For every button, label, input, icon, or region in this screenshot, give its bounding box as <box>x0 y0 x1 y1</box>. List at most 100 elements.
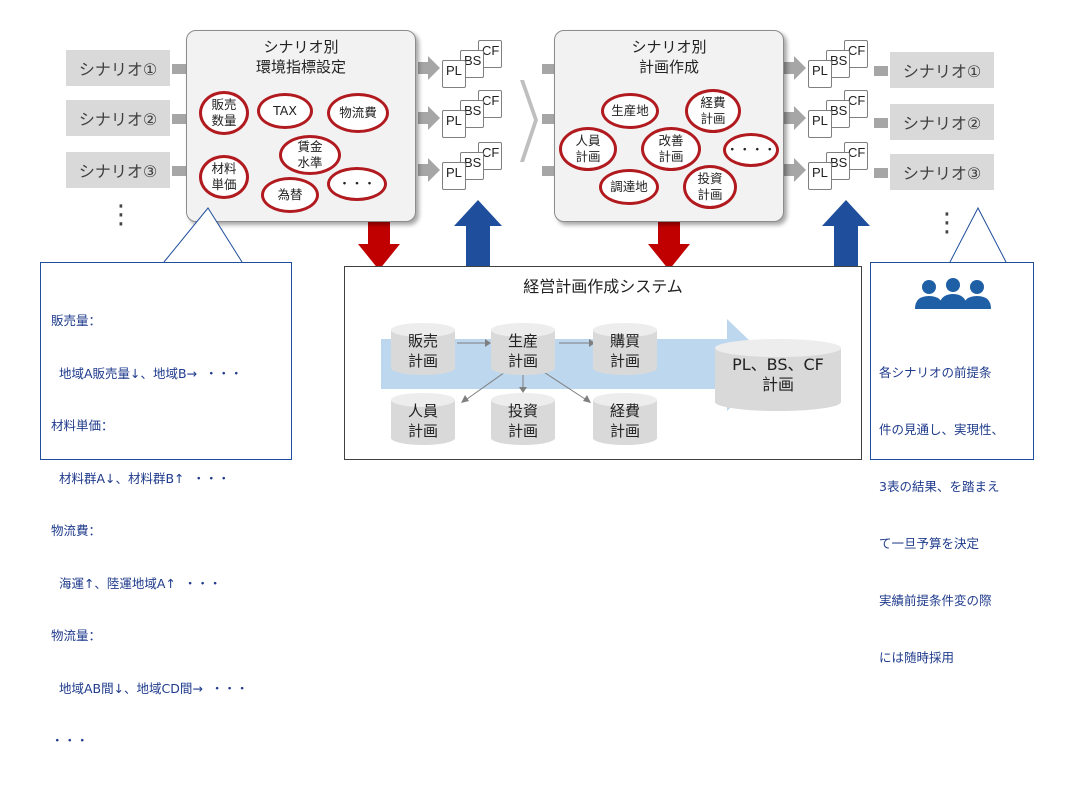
panel-right-title: シナリオ別 計画作成 <box>555 37 783 77</box>
plan-personnel-cylinder: 人員 計画 <box>391 393 455 445</box>
note-line: 物流費： <box>51 523 102 538</box>
cylinder-shape <box>593 393 657 445</box>
connector-right-2 <box>542 114 554 124</box>
factor-tax: TAX <box>257 93 313 129</box>
left-scenario-1: シナリオ① <box>66 50 170 86</box>
connector-right-1 <box>542 64 554 74</box>
system-title: 経営計画作成システム <box>523 277 683 296</box>
factor-exchange-rate: 為替 <box>261 177 319 213</box>
note-line: 地域AB間↓、地域CD間→ ・・・ <box>51 680 249 696</box>
note-line: 件の見通し、実現性、 <box>879 422 1005 437</box>
diagram-stage: シナリオ① シナリオ② シナリオ③ ⋮ シナリオ① シナリオ② シナリオ③ ⋮ <box>40 30 1034 748</box>
scenario-environment-panel: シナリオ別 環境指標設定 販売 数量 TAX 物流費 賃金 水準 材料 単価 為… <box>186 30 416 222</box>
right-callout-pointer <box>949 206 1007 263</box>
bs-document-icon: BS <box>460 152 484 180</box>
connector-scn-1 <box>874 66 888 76</box>
note-line: 3表の結果、を踏まえ <box>879 479 1000 494</box>
left-scenario-2: シナリオ② <box>66 100 170 136</box>
connector-scn-2 <box>874 118 888 128</box>
output-financial-plan-label: PL、BS、CF 計画 <box>732 355 824 394</box>
connector-layer <box>172 56 888 270</box>
blue-up-arrow-left <box>454 200 502 266</box>
arrow-left-panel-3 <box>418 158 440 182</box>
plan-purchase-label: 購買 計画 <box>609 332 640 370</box>
pl-document-icon: PL <box>808 110 832 138</box>
connector-right-3 <box>542 166 554 176</box>
output-financial-plan-cylinder: PL、BS、CF 計画 <box>715 339 841 411</box>
cf-label: CF <box>848 43 866 58</box>
right-scenario-3: シナリオ③ <box>890 154 994 190</box>
pl-label: PL <box>812 63 828 78</box>
plan-factor-investment: 投資 計画 <box>683 165 737 209</box>
pl-document-icon: PL <box>808 60 832 88</box>
left-scenario-1-label: シナリオ① <box>78 60 158 79</box>
note-line: て一旦予算を決定 <box>879 536 980 551</box>
people-group-icon <box>915 278 991 309</box>
plan-expense-cylinder: 経費 計画 <box>593 393 657 445</box>
panel-left-title: シナリオ別 環境指標設定 <box>187 37 415 77</box>
pl-document-icon: PL <box>442 110 466 138</box>
panel-left-title-line2: 環境指標設定 <box>255 58 346 76</box>
bs-label: BS <box>464 53 482 68</box>
left-scenario-2-label: シナリオ② <box>78 110 158 129</box>
note-line: 海運↑、陸運地域A↑ ・・・ <box>51 575 222 591</box>
right-scenario-1: シナリオ① <box>890 52 994 88</box>
connector-scn-3 <box>874 168 888 178</box>
bs-label: BS <box>830 53 848 68</box>
connector-left-3 <box>172 166 186 176</box>
plan-expense-label: 経費 計画 <box>609 402 640 440</box>
left-callout-pointer <box>163 207 243 263</box>
note-line: には随時採用 <box>879 650 955 665</box>
plan-investment-cylinder: 投資 計画 <box>491 393 555 445</box>
right-vertical-ellipsis: ⋮ <box>934 208 960 238</box>
pl-label: PL <box>812 165 828 180</box>
panel-right-title-line1: シナリオ別 <box>631 38 707 56</box>
left-vertical-ellipsis: ⋮ <box>108 200 134 230</box>
cylinder-shape <box>391 393 455 445</box>
note-line: ・・・ <box>51 733 89 748</box>
bs-label: BS <box>464 103 482 118</box>
arrow-left-panel-2 <box>418 106 440 130</box>
factor-sales-volume: 販売 数量 <box>199 91 249 135</box>
plan-factor-improvement: 改善 計画 <box>641 127 701 171</box>
arrow-right-panel-1 <box>784 56 806 80</box>
right-scenario-2: シナリオ② <box>890 104 994 140</box>
pl-label: PL <box>812 113 828 128</box>
note-line: 販売量： <box>51 313 102 328</box>
cf-label: CF <box>848 145 866 160</box>
note-line: 物流量： <box>51 628 102 643</box>
factor-more: ・・・ <box>327 167 387 201</box>
blue-up-arrow-right <box>822 200 870 266</box>
left-scenario-3-label: シナリオ③ <box>78 162 158 181</box>
arrow-right-panel-2 <box>784 106 806 130</box>
cylinder-shape <box>593 323 657 375</box>
right-scenario-1-label: シナリオ① <box>902 62 982 81</box>
cylinder-shape <box>491 323 555 375</box>
factor-material-price: 材料 単価 <box>199 155 249 199</box>
cylinder-shape <box>491 393 555 445</box>
pl-document-icon: PL <box>808 162 832 190</box>
left-note-text: 販売量： 地域A販売量↓、地域B→ ・・・ 材料単価： 材料群A↓、材料群B↑ … <box>51 277 248 785</box>
pl-document-icon: PL <box>442 162 466 190</box>
plan-production-label: 生産 計画 <box>507 332 538 370</box>
note-line: 地域A販売量↓、地域B→ ・・・ <box>51 365 243 381</box>
plan-sales-label: 販売 計画 <box>407 332 438 370</box>
management-plan-system: 経営計画作成システム 販売 計画 生産 計画 購買 計画人員 計画 投資 計画 経費 計… <box>344 266 862 460</box>
red-down-arrow-right <box>648 222 690 270</box>
cylinder-shape <box>391 323 455 375</box>
left-scenario-3: シナリオ③ <box>66 152 170 188</box>
cf-label: CF <box>482 93 500 108</box>
pl-label: PL <box>446 63 462 78</box>
plan-factor-production-site: 生産地 <box>601 93 659 129</box>
connector-left-2 <box>172 114 186 124</box>
plan-investment-label: 投資 計画 <box>507 402 538 440</box>
scenario-plan-panel: シナリオ別 計画作成 生産地 経費 計画 人員 計画 改善 計画 ・・・・ 調達… <box>554 30 784 222</box>
cf-label: CF <box>482 43 500 58</box>
chevron-between-panels <box>520 80 538 162</box>
right-scenario-3-label: シナリオ③ <box>902 164 982 183</box>
